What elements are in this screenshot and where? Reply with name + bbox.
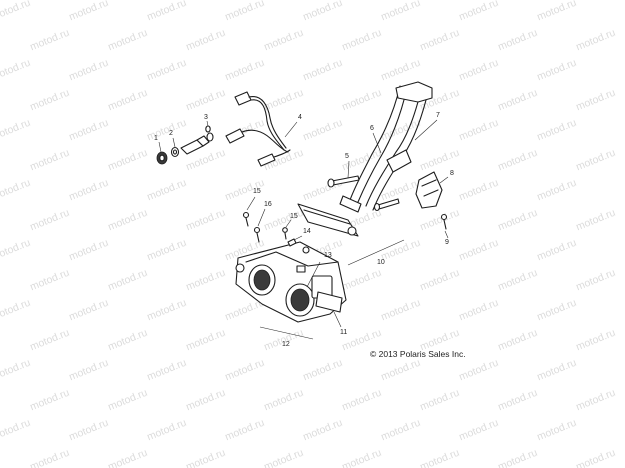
part-6-hose (339, 85, 408, 213)
callout-label: 5 (345, 153, 349, 160)
leader-lines (158, 119, 449, 340)
callout-label: 10 (377, 259, 385, 266)
part-7-hose (365, 81, 433, 211)
copyright-notice: © 2013 Polaris Sales Inc. (370, 349, 466, 359)
callout-label: 14 (303, 228, 311, 235)
part-5-bolt (327, 175, 360, 188)
callout-label: 15 (290, 213, 298, 220)
part-4-wire-harness (225, 91, 291, 167)
callout-label: 2 (169, 130, 173, 137)
callout-labels: 1 2 3 4 5 6 7 8 9 10 11 12 13 14 15 15 1… (154, 112, 454, 348)
callout-label: 4 (298, 114, 302, 121)
callout-label: 3 (204, 114, 208, 121)
part-1-o-ring (156, 151, 168, 165)
callout-label: 9 (445, 239, 449, 246)
part-16-fitting (253, 226, 261, 243)
part-13-sensor (296, 265, 306, 273)
callout-label: 11 (340, 329, 347, 336)
part-15-screw-a (242, 211, 250, 227)
part-8-bracket (415, 171, 443, 209)
callout-label: 7 (436, 112, 440, 119)
part-3-sensor (180, 125, 214, 155)
callout-label: 12 (282, 341, 290, 348)
part-9-screw (440, 213, 448, 230)
part-14-fitting (287, 238, 297, 247)
throttle-body (235, 241, 347, 323)
callout-label: 16 (264, 201, 272, 208)
callout-label: 6 (370, 125, 374, 132)
callout-label: 13 (324, 252, 332, 259)
fuel-rail (297, 198, 400, 237)
part-2-washer (170, 146, 180, 158)
part-15-screw-b (282, 227, 288, 240)
callout-label: 15 (253, 188, 261, 195)
callout-label: 1 (154, 135, 158, 142)
callout-label: 8 (450, 170, 454, 177)
